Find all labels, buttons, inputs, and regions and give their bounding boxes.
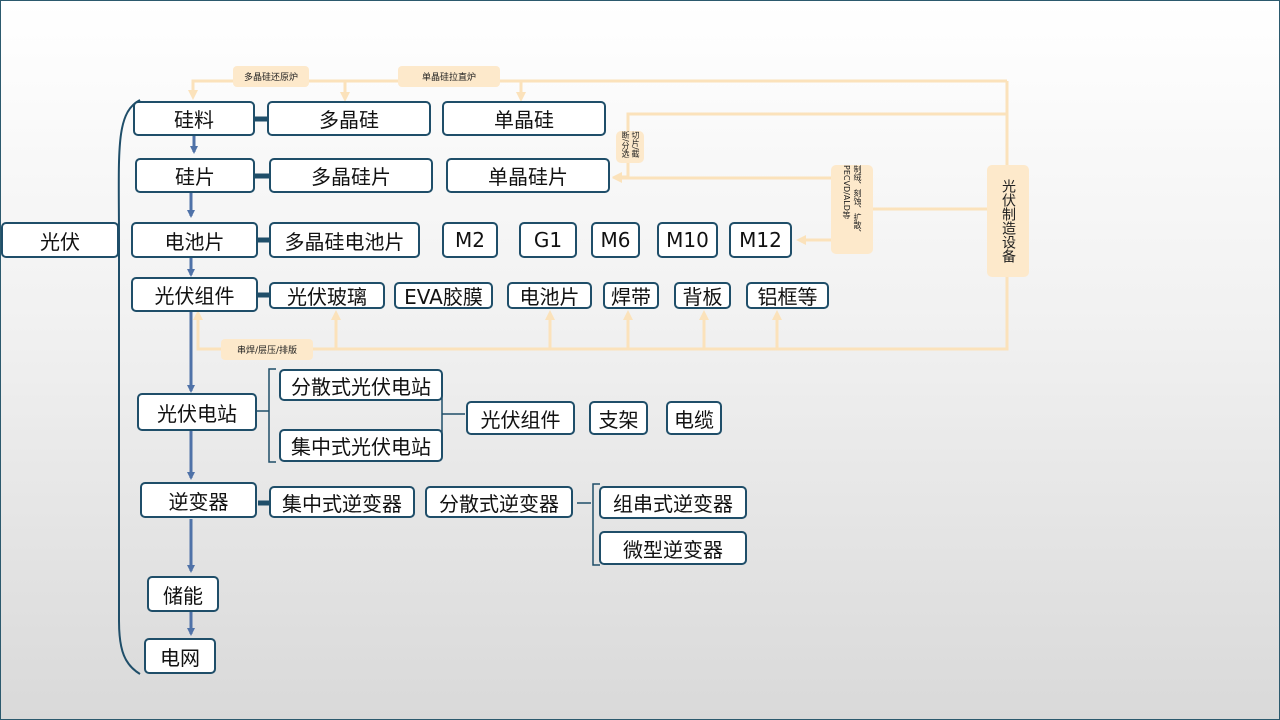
label-cell-process: 制绒、刻蚀、扩散、PECVD/ALD等 [831,165,873,254]
cell-size-m6: M6 [591,222,640,258]
label-cutting: 切片/截断/分选 [616,131,644,163]
cell-type-poly: 多晶硅电池片 [269,222,420,258]
chain-silicon: 硅料 [133,101,255,136]
cell-size-m10: M10 [657,222,718,258]
module-part-glass: 光伏玻璃 [269,282,385,309]
inverter-type-micro: 微型逆变器 [599,531,747,565]
inverter-type-string: 组串式逆变器 [599,486,747,519]
cell-size-m12: M12 [729,222,792,258]
label-poly-reduction-furnace: 多晶硅还原炉 [233,66,309,87]
chain-inverter: 逆变器 [140,482,257,518]
module-part-eva: EVA胶膜 [394,282,493,309]
chain-storage: 储能 [147,576,219,612]
station-type-centralized: 集中式光伏电站 [279,429,443,462]
cell-size-g1: G1 [519,222,577,258]
inverter-type-distributed: 分散式逆变器 [425,486,573,518]
label-mono-pulling-furnace: 单晶硅拉直炉 [398,66,500,87]
chain-wafer: 硅片 [135,158,255,193]
module-part-backsheet: 背板 [674,282,731,309]
station-type-distributed: 分散式光伏电站 [279,369,443,401]
module-part-cell: 电池片 [507,282,592,309]
root-brace [117,99,141,675]
module-part-ribbon: 焊带 [603,282,659,309]
chain-grid: 电网 [144,638,216,674]
chain-module: 光伏组件 [131,277,258,312]
station-part-bracket: 支架 [589,401,648,435]
type-connectors [255,116,269,506]
silicon-type-poly: 多晶硅 [267,101,431,136]
label-pv-manufacturing-equipment: 光伏制造设备 [987,165,1029,277]
wafer-type-mono: 单晶硅片 [446,158,610,193]
wafer-type-poly: 多晶硅片 [269,158,433,193]
label-module-process: 串焊/层压/排版 [221,339,313,360]
cell-size-m2: M2 [442,222,498,258]
station-part-module: 光伏组件 [466,401,575,435]
root-photovoltaic: 光伏 [1,222,119,258]
inverter-type-central: 集中式逆变器 [269,486,415,518]
module-part-frame: 铝框等 [746,282,829,309]
chain-station: 光伏电站 [137,393,257,431]
silicon-type-mono: 单晶硅 [442,101,606,136]
chain-cell: 电池片 [131,222,258,258]
station-part-cable: 电缆 [666,401,722,435]
chain-arrows [187,135,198,636]
